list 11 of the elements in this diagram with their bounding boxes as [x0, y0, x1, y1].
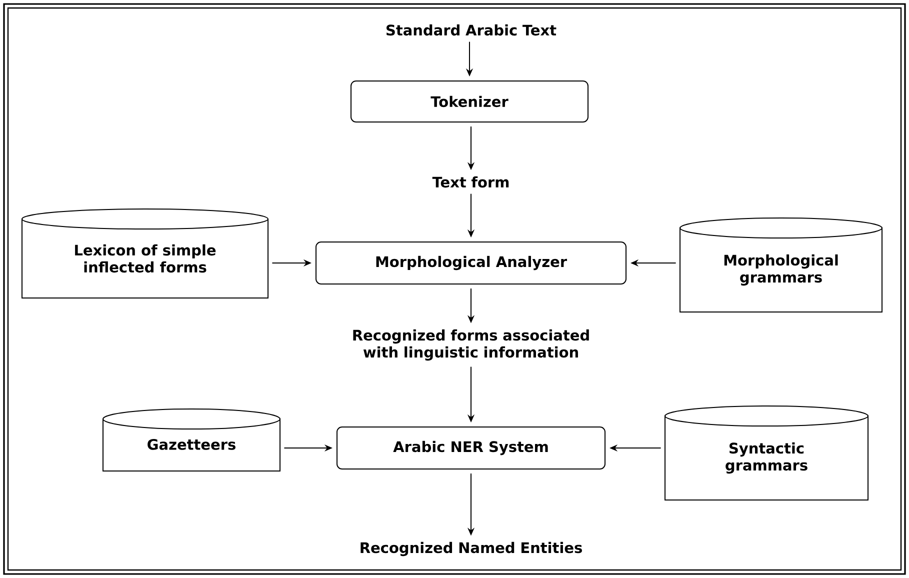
database-cylinder: Morphological grammars [680, 218, 882, 312]
flow-text: Recognized forms associated with linguistic information [353, 329, 589, 361]
database-cylinder: Syntactic grammars [664, 406, 869, 500]
database-cylinder: Gazetteers [102, 408, 280, 472]
flow-text: Standard Arabic Text [386, 24, 556, 36]
process-box: Arabic NER System [336, 426, 606, 470]
process-box: Tokenizer [350, 80, 588, 122]
flow-text: Text form [432, 176, 509, 188]
flow-text: Recognized Named Entities [360, 542, 582, 556]
process-box: Morphological Analyzer [316, 242, 626, 284]
database-cylinder: Lexicon of simple inflected forms [22, 208, 268, 298]
